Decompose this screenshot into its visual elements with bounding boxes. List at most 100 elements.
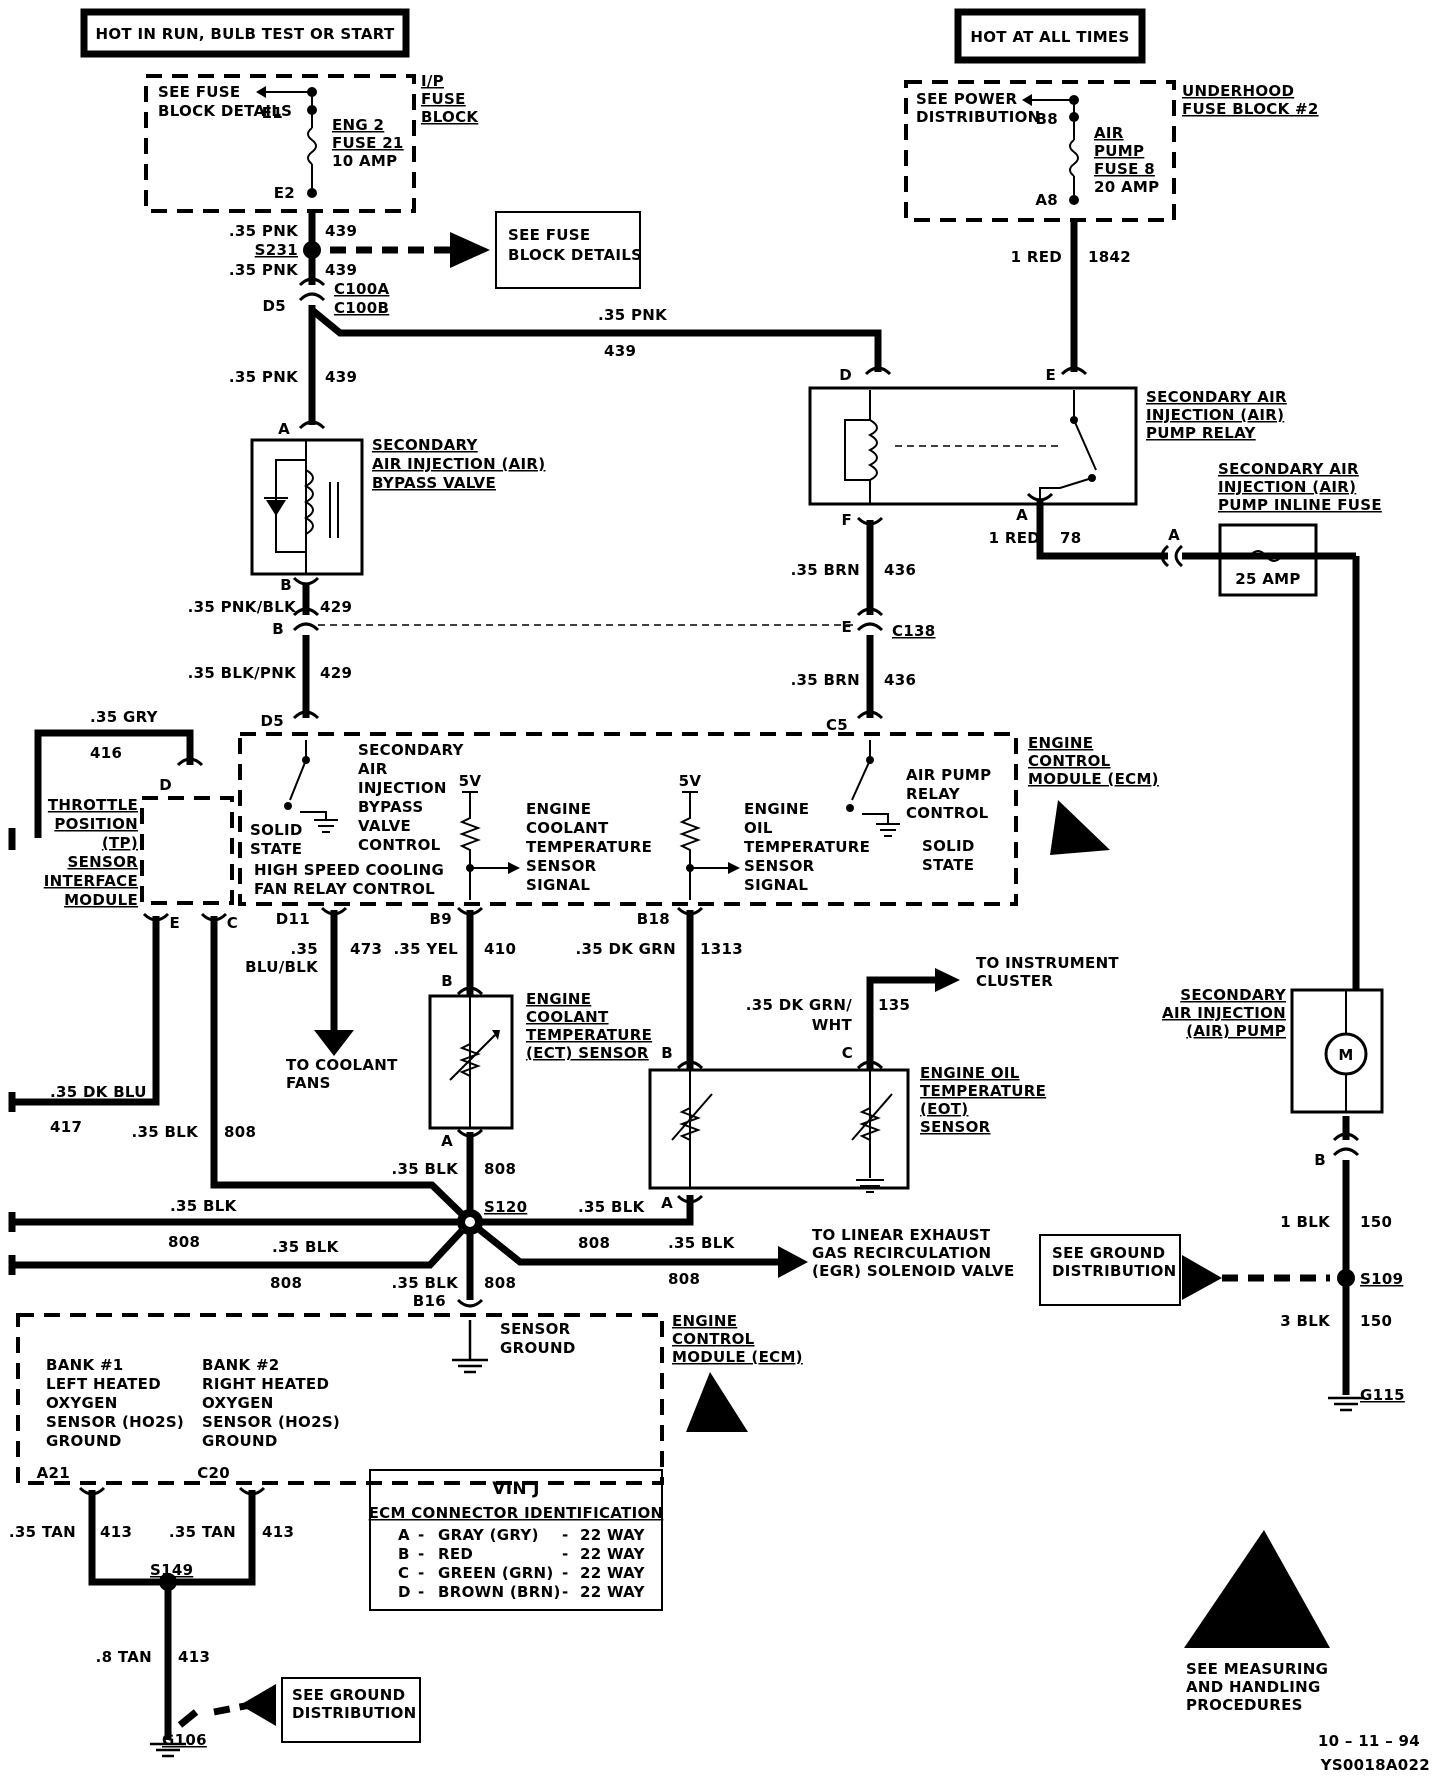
- power-banner-always-text: HOT AT ALL TIMES: [970, 28, 1129, 46]
- lbl-c138: C138: [892, 622, 936, 640]
- power-banner-always: HOT AT ALL TIMES: [954, 8, 1146, 64]
- lbl-c5: C5: [826, 716, 848, 734]
- lbl-e-1: E: [841, 618, 852, 636]
- ip-fuse-e1: E1: [262, 104, 283, 122]
- power-banner-run: HOT IN RUN, BULB TEST OR START: [80, 8, 410, 58]
- ecm-ect2: COOLANT: [526, 819, 609, 837]
- ip-fuse-name3: 10 AMP: [332, 152, 397, 170]
- lbl-c-2: C: [227, 914, 238, 932]
- lbl-b-2: B: [441, 972, 453, 990]
- relay-pin-f: F: [841, 511, 852, 529]
- ecm-lower: SENSOR GROUND BANK #1 LEFT HEATED OXYGEN…: [16, 1312, 803, 1485]
- vin-row-way: 22 WAY: [580, 1564, 646, 1582]
- eot-l3: (EOT): [920, 1100, 968, 1118]
- lbl-1313: 1313: [700, 940, 743, 958]
- relay-pin-d: D: [839, 366, 852, 384]
- ip-fuse-name1: ENG 2: [332, 116, 384, 134]
- pump-l1: SECONDARY: [1180, 986, 1287, 1004]
- lbl-b-1: B: [272, 620, 284, 638]
- ecm-v5-2: 5V: [679, 772, 702, 790]
- lbl-s109: S109: [1360, 1270, 1403, 1288]
- inline-fuse-l1: SECONDARY AIR: [1218, 460, 1359, 478]
- underhood-f2: PUMP: [1094, 142, 1144, 160]
- inline-fuse: 25 AMP SECONDARY AIR INJECTION (AIR) PUM…: [1182, 460, 1382, 597]
- vin-row-key: B: [398, 1545, 410, 1563]
- underhood-f1: AIR: [1094, 124, 1124, 142]
- ip-fuse-block: SEE FUSE BLOCK DETAILS E1 E2 ENG 2 FUSE …: [144, 72, 479, 213]
- power-banner-run-text: HOT IN RUN, BULB TEST OR START: [96, 25, 395, 43]
- dest-fans1: TO COOLANT: [286, 1056, 398, 1074]
- ecm-ap3: CONTROL: [906, 804, 989, 822]
- lbl-blk-3: .35 BLK: [170, 1197, 238, 1215]
- ecm-upper: ENGINE CONTROL MODULE (ECM) SECONDARY AI…: [238, 732, 1159, 906]
- ecm-b2a: BANK #2: [202, 1356, 280, 1374]
- esd-l1: SEE MEASURING: [1186, 1660, 1328, 1678]
- lbl-brn-2: .35 BRN: [791, 671, 860, 689]
- vin-row-sep2: -: [562, 1545, 569, 1563]
- lbl-808-6: 808: [668, 1270, 700, 1288]
- ect-l2: COOLANT: [526, 1008, 609, 1026]
- lbl-dkgrnwht2: WHT: [812, 1016, 853, 1034]
- inline-fuse-l2: INJECTION (AIR): [1218, 478, 1356, 496]
- air-pump: M SECONDARY AIR INJECTION (AIR) PUMP: [1162, 986, 1384, 1114]
- dest-fans2: FANS: [286, 1074, 331, 1092]
- ecm-fan: HIGH SPEED COOLING: [254, 861, 444, 879]
- lbl-blk-pnk: .35 BLK/PNK: [188, 664, 297, 682]
- relay-label2: INJECTION (AIR): [1146, 406, 1284, 424]
- lbl-c-1: C: [842, 1044, 853, 1062]
- ecm-l-name3: MODULE (ECM): [672, 1348, 803, 1366]
- vin-row-key: C: [398, 1564, 409, 1582]
- lbl-g115: G115: [1360, 1386, 1405, 1404]
- ip-fuse-block1: I/P: [421, 72, 444, 90]
- ecm-sa5: VALVE: [358, 817, 411, 835]
- tp-l4: SENSOR: [67, 853, 138, 871]
- bypass-valve: SECONDARY AIR INJECTION (AIR) BYPASS VAL…: [250, 420, 545, 594]
- ecm-v5-1: 5V: [459, 772, 482, 790]
- vin-row-sep2: -: [562, 1564, 569, 1582]
- destinations: TO COOLANT FANS TO INSTRUMENT CLUSTER TO…: [240, 954, 1222, 1743]
- lbl-439-4: 439: [604, 342, 636, 360]
- tp-l2: POSITION: [54, 815, 138, 833]
- vin-row-sep2: -: [562, 1526, 569, 1544]
- lbl-b-4: B: [1314, 1151, 1326, 1169]
- lbl-blk3: 3 BLK: [1280, 1312, 1331, 1330]
- dest-egr3: (EGR) SOLENOID VALVE: [812, 1262, 1015, 1280]
- dest-gd3: SEE GROUND: [292, 1686, 405, 1704]
- pump-l2: AIR INJECTION: [1162, 1004, 1286, 1022]
- ecm-eot3: TEMPERATURE: [744, 838, 870, 856]
- bypass-label3: BYPASS VALVE: [372, 474, 496, 492]
- lbl-413-1: 413: [100, 1523, 132, 1541]
- ecm-l-name1: ENGINE: [672, 1312, 737, 1330]
- lbl-tan8: .8 TAN: [96, 1648, 152, 1666]
- ip-fuse-see2: BLOCK DETAILS: [158, 102, 292, 120]
- ecm-b2d: SENSOR (HO2S): [202, 1413, 340, 1431]
- vin-table: VIN J ECM CONNECTOR IDENTIFICATION A-GRA…: [369, 1469, 663, 1611]
- lbl-b9: B9: [430, 910, 452, 928]
- vin-row-way: 22 WAY: [580, 1545, 646, 1563]
- ecm-sa4: BYPASS: [358, 798, 423, 816]
- lbl-s120: S120: [484, 1198, 527, 1216]
- lbl-429-2: 429: [320, 664, 352, 682]
- wires-heavy: [8, 211, 1360, 1740]
- lbl-c20: C20: [197, 1464, 230, 1482]
- lbl-808-5: 808: [578, 1234, 610, 1252]
- lbl-dkgrn: .35 DK GRN: [575, 940, 676, 958]
- tp-l6: MODULE: [64, 891, 138, 909]
- ect-l1: ENGINE: [526, 990, 591, 1008]
- lbl-blu2: BLU/BLK: [245, 958, 319, 976]
- lbl-b16: B16: [413, 1292, 446, 1310]
- lbl-439-3: 439: [325, 368, 357, 386]
- see-fuse-1: SEE FUSE: [508, 226, 590, 244]
- underhood-f4: 20 AMP: [1094, 178, 1159, 196]
- lbl-135: 135: [878, 996, 910, 1014]
- ecm-l-name2: CONTROL: [672, 1330, 755, 1348]
- footer-code: YS0018A022: [1320, 1756, 1430, 1774]
- lbl-s149: S149: [150, 1561, 193, 1579]
- ecm-sa3: INJECTION: [358, 779, 447, 797]
- ecm-u-name3: MODULE (ECM): [1028, 770, 1159, 788]
- ect-l4: (ECT) SENSOR: [526, 1044, 649, 1062]
- lbl-d5a: D5: [263, 297, 287, 315]
- eot-l2: TEMPERATURE: [920, 1082, 1046, 1100]
- ecm-eot2: OIL: [744, 819, 773, 837]
- lbl-red78: 1 RED: [989, 529, 1040, 547]
